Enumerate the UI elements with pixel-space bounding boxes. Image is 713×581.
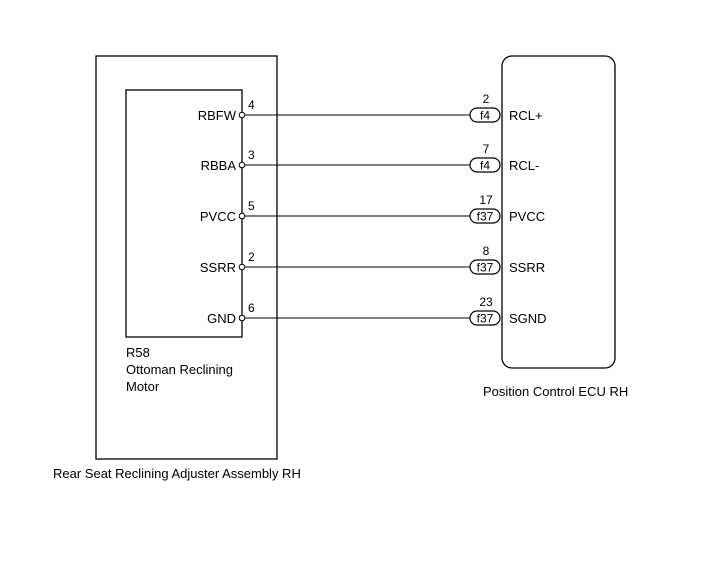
motor-pin-number: 6 [248,301,255,315]
motor-signal-label: SSRR [200,260,236,275]
wires-group: RBFW4f42RCL+RBBA3f47RCL-PVCC5f3717PVCCSS… [198,92,547,326]
terminal-pin [238,263,246,271]
ecu-pin-number: 2 [483,92,490,106]
terminal-pin [238,111,246,119]
ecu-signal-label: PVCC [509,209,545,224]
connector-capsule [469,107,501,123]
connector-capsule [469,157,501,173]
ecu-pin-number: 23 [479,295,493,309]
connector-capsule [469,208,501,224]
rear-seat-adjuster-assembly-box [95,55,278,460]
motor-code: R58 [126,345,150,360]
motor-pin-number: 2 [248,250,255,264]
connector-capsule [469,259,501,275]
motor-signal-label: PVCC [200,209,236,224]
connector-code: f37 [477,261,494,275]
terminal-pin [238,314,246,322]
connector-code: f4 [480,159,490,173]
position-control-ecu-box [501,55,616,369]
motor-signal-label: GND [207,311,236,326]
connector-code: f4 [480,109,490,123]
motor-name-line1: Ottoman Reclining [126,362,233,377]
ecu-signal-label: RCL+ [509,108,543,123]
connector-code: f37 [477,210,494,224]
ecu-pin-number: 7 [483,142,490,156]
motor-pin-number: 5 [248,199,255,213]
terminal-pin [238,212,246,220]
connector-capsule [469,310,501,326]
motor-pin-number: 4 [248,98,255,112]
assembly-label: Rear Seat Reclining Adjuster Assembly RH [53,466,301,481]
ecu-signal-label: RCL- [509,158,539,173]
ecu-signal-label: SSRR [509,260,545,275]
motor-name-line2: Motor [126,379,160,394]
motor-pin-number: 3 [248,148,255,162]
ecu-pin-number: 17 [479,193,493,207]
ecu-label: Position Control ECU RH [483,384,628,399]
ecu-pin-number: 8 [483,244,490,258]
terminal-pin [238,161,246,169]
ecu-signal-label: SGND [509,311,547,326]
motor-signal-label: RBFW [198,108,237,123]
connector-code: f37 [477,312,494,326]
motor-signal-label: RBBA [201,158,237,173]
